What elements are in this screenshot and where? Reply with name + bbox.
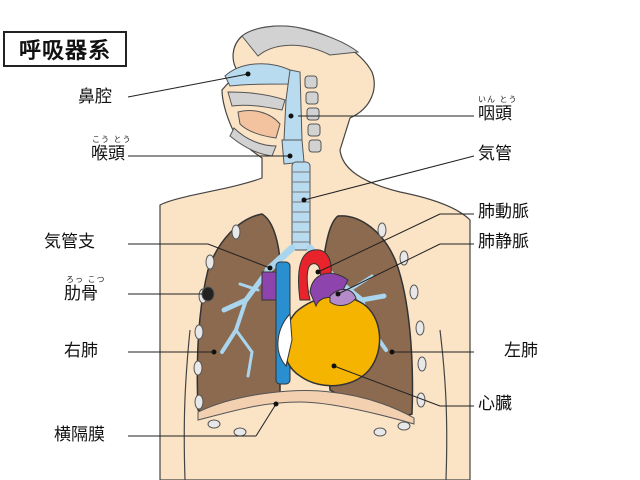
label-bronchus: 気管支 (44, 232, 95, 252)
label-rib: 肋骨 (64, 284, 98, 304)
label-pulmonary-vein: 肺静脈 (478, 232, 529, 252)
title-box: 呼吸器系 (3, 31, 127, 67)
diagram-title: 呼吸器系 (18, 39, 111, 64)
leader-lines (127, 73, 475, 437)
label-right-lung: 右肺 (64, 341, 98, 361)
left-arm-outline (439, 329, 448, 480)
cervical-vertebrae (304, 75, 322, 153)
right-arm-outline (183, 329, 191, 480)
heart (283, 295, 381, 387)
heart-right-atrium (277, 312, 293, 368)
ruby-pharynx: いん とう (478, 95, 518, 104)
label-diaphragm: 横隔膜 (54, 425, 105, 445)
label-larynx: 喉頭 (91, 144, 125, 164)
ruby-larynx: こう とう (92, 135, 132, 144)
skull-bone (241, 25, 360, 57)
label-left-lung: 左肺 (504, 341, 538, 361)
label-heart: 心臓 (478, 394, 512, 414)
trachea (291, 161, 311, 251)
tongue (237, 110, 281, 139)
larynx-structure (281, 139, 305, 165)
label-nasal-cavity: 鼻腔 (78, 87, 112, 107)
pulmonary-artery-right-branch (261, 271, 277, 301)
ruby-rib: ろっ こつ (66, 275, 106, 284)
palate-mouth (227, 91, 286, 111)
label-pharynx: 咽頭 (478, 104, 512, 124)
label-pulmonary-artery: 肺動脈 (478, 202, 529, 222)
leader-dots (211, 71, 395, 407)
diaphragm (197, 390, 415, 425)
label-trachea: 気管 (478, 144, 512, 164)
